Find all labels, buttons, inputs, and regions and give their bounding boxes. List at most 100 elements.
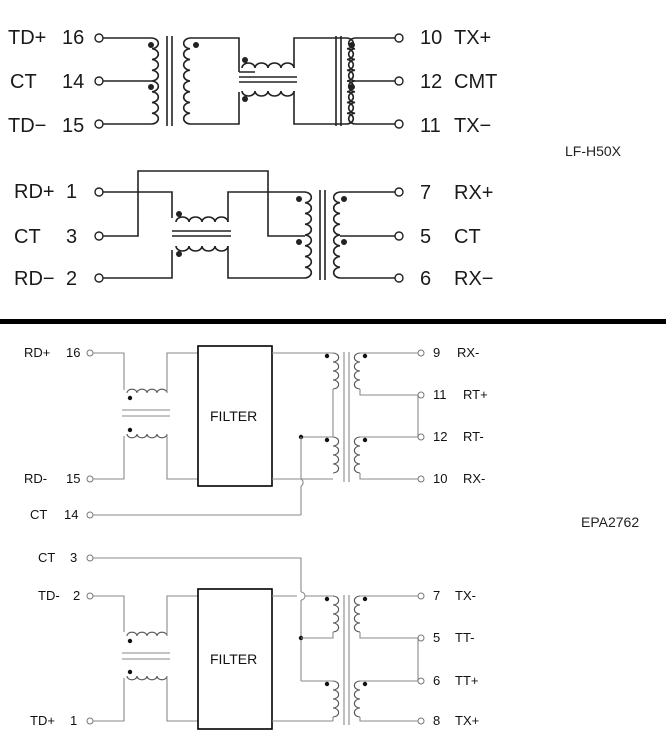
pin-number-6: 6 — [420, 268, 431, 290]
filter-label: FILTER — [210, 651, 257, 667]
polarity-dot — [242, 57, 248, 63]
pin-label-ct: CT — [38, 550, 55, 565]
pin-number-1: 1 — [66, 181, 77, 203]
choke-lower-winding — [126, 433, 168, 439]
pin-number-3: 3 — [66, 226, 77, 248]
polarity-dot — [362, 596, 368, 602]
wire — [93, 436, 125, 480]
pin-number-5: 5 — [420, 226, 431, 248]
wire — [227, 191, 305, 222]
rx-winding-lower-right — [353, 436, 361, 474]
wire-crossover — [300, 591, 306, 601]
pin-number-15: 15 — [66, 471, 80, 486]
choke-core — [239, 76, 297, 83]
pin-number-11: 11 — [420, 115, 441, 137]
polarity-dot — [127, 638, 133, 644]
wire — [359, 473, 418, 480]
pin-terminal — [94, 33, 104, 43]
choke-upper-winding — [126, 388, 168, 394]
pin-number-7: 7 — [420, 182, 431, 204]
pin-label-ct: CT — [10, 71, 37, 93]
wire-crossover — [300, 478, 304, 487]
pin-terminal — [394, 33, 404, 43]
transformer-core — [335, 36, 342, 126]
pin-number-16: 16 — [62, 27, 84, 49]
polarity-dot — [349, 84, 355, 90]
pin-terminal — [417, 433, 425, 441]
choke-core — [122, 652, 170, 660]
pin-label-ct: CT — [30, 507, 47, 522]
choke-lower-winding — [241, 90, 295, 97]
tx-winding-upper-right — [353, 595, 361, 633]
pin-number-2: 2 — [66, 268, 77, 290]
pin-label-cmt: CMT — [454, 71, 497, 93]
wire — [166, 676, 198, 722]
pin-terminal — [394, 119, 404, 129]
pin-number-6: 6 — [433, 673, 440, 688]
pin-number-14: 14 — [62, 71, 84, 93]
wire — [301, 632, 334, 639]
filter-block — [197, 345, 273, 487]
wire — [93, 595, 125, 632]
pin-number-12: 12 — [433, 429, 447, 444]
pin-label-rt-plus: RT+ — [463, 387, 488, 402]
wire — [103, 170, 305, 237]
polarity-dot — [362, 353, 368, 359]
filter-label: FILTER — [210, 408, 257, 424]
pin-number-7: 7 — [433, 588, 440, 603]
pin-label-rt-minus: RT- — [463, 429, 484, 444]
wire — [103, 250, 173, 279]
pin-terminal — [86, 592, 94, 600]
polarity-dot — [148, 84, 154, 90]
polarity-dot — [127, 395, 133, 401]
wire — [93, 557, 302, 592]
pin-label-tx-minus: TX- — [455, 588, 476, 603]
pin-label-tt-plus: TT+ — [455, 673, 478, 688]
tx-winding-lower-left — [332, 680, 340, 718]
pin-label-td-plus: TD+ — [8, 27, 46, 49]
wire — [190, 37, 255, 73]
filter-block — [197, 588, 273, 730]
polarity-dot — [324, 437, 330, 443]
pin-label-td-minus: TD− — [8, 115, 46, 137]
wire — [166, 595, 198, 636]
pin-number-15: 15 — [62, 115, 84, 137]
pin-terminal — [417, 391, 425, 399]
pin-terminal — [394, 273, 404, 283]
wire — [227, 246, 305, 279]
pin-terminal — [86, 554, 94, 562]
pin-terminal — [94, 231, 104, 241]
polarity-dot — [324, 681, 330, 687]
pin-terminal — [94, 187, 104, 197]
pin-terminal — [417, 634, 425, 642]
rx-winding-upper-right — [353, 352, 361, 390]
tx-winding-upper-left — [332, 595, 340, 633]
polarity-dot — [296, 239, 302, 245]
pin-label-td-minus: TD- — [38, 588, 60, 603]
pin-number-12: 12 — [420, 71, 442, 93]
pin-label-tx-plus: TX+ — [455, 713, 479, 728]
secondary-winding — [182, 37, 191, 125]
epa2762-transmit-section: CT 3 TD- 2 TD+ 1 FILTER — [30, 550, 479, 730]
wire — [359, 389, 418, 396]
pin-terminal — [394, 231, 404, 241]
pin-label-rd-plus: RD+ — [24, 345, 50, 360]
pin-terminal — [417, 349, 425, 357]
pin-label-rx-plus: RX+ — [454, 182, 493, 204]
polarity-dot — [127, 427, 133, 433]
pin-number-9: 9 — [433, 345, 440, 360]
lfh50x-receive-section: RD+ 1 CT 3 RD− 2 7 RX+ 5 CT — [14, 170, 493, 290]
polarity-dot — [324, 353, 330, 359]
pin-terminal — [86, 717, 94, 725]
pin-label-ct: CT — [14, 226, 41, 248]
polarity-dot — [127, 669, 133, 675]
polarity-dot — [176, 211, 182, 217]
polarity-dot — [193, 42, 199, 48]
pin-number-11: 11 — [433, 387, 447, 402]
pin-terminal — [417, 717, 425, 725]
pin-terminal — [94, 76, 104, 86]
pin-label-rx-minus-2: RX- — [463, 471, 485, 486]
pin-terminal — [394, 187, 404, 197]
